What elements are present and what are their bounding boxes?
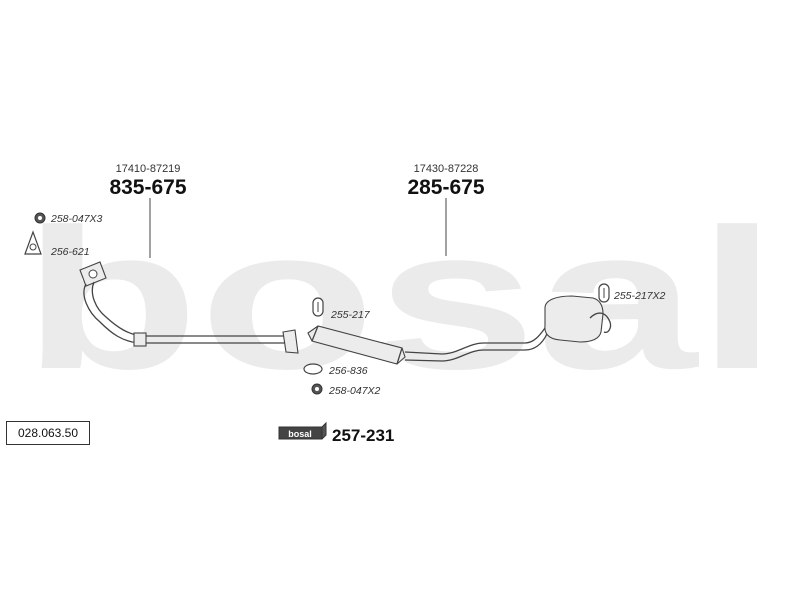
rear-silencer-part-number: 285-675 [407, 176, 484, 199]
watermark: bosal [23, 188, 778, 411]
gasket-258-047x3-label: 258-047X3 [50, 213, 103, 225]
ring-gasket-icon [34, 212, 46, 224]
rubber-mount-icon [598, 283, 610, 303]
gasket-258-047x2-label: 258-047X2 [328, 385, 381, 397]
rear-pipe [404, 327, 546, 355]
mounting-kit-part-number: 257-231 [332, 426, 394, 445]
front-pipe-part-number: 835-675 [109, 176, 186, 199]
middle-silencer [307, 325, 406, 365]
rear-silencer [544, 295, 612, 343]
front-pipe [79, 261, 299, 354]
gasket-256-836-label: 256-836 [328, 365, 368, 377]
rear-silencer-oem-number: 17430-87228 [414, 163, 479, 175]
reference-number-box: 028.063.50 [6, 421, 90, 445]
flange-gasket-icon [303, 363, 323, 375]
mounting-kit-box-icon: bosal [278, 421, 327, 440]
ring-gasket-icon [311, 383, 323, 395]
flange-gasket-icon [24, 230, 42, 255]
mount-255-217x2-label: 255-217X2 [613, 290, 666, 302]
brand-logo: bosal [288, 429, 312, 439]
mount-255-217-label: 255-217 [330, 309, 371, 321]
rubber-mount-icon [312, 297, 324, 317]
gasket-256-621-label: 256-621 [50, 246, 90, 258]
front-pipe-oem-number: 17410-87219 [116, 163, 181, 175]
